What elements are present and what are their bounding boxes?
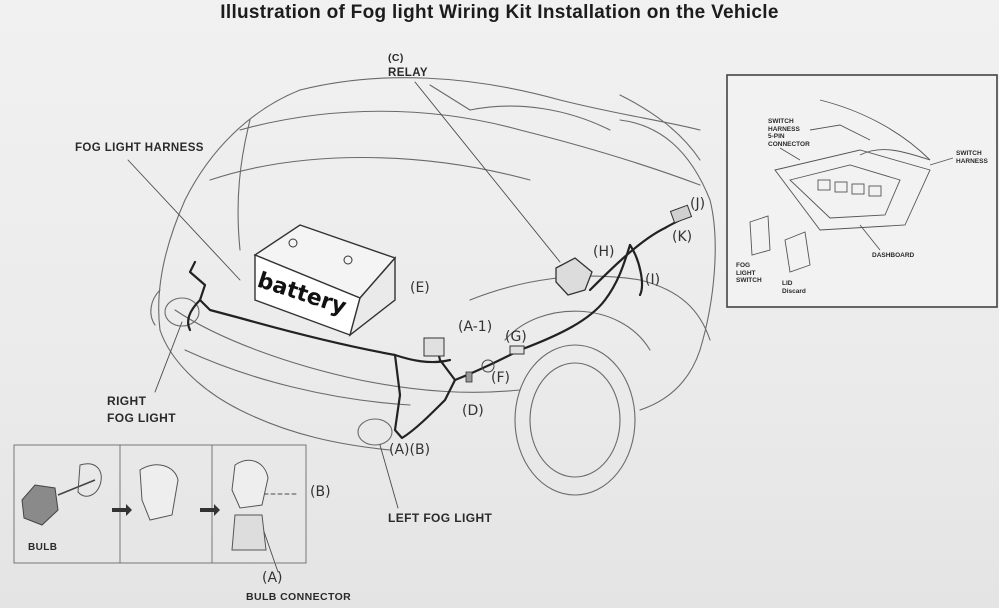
- bulb-connector-code: (A): [262, 570, 283, 586]
- right-fog-light-label-line1: RIGHT: [107, 394, 147, 408]
- inset-text: SWITCH: [956, 150, 982, 157]
- switch-harness-label: SWITCH HARNESS: [956, 150, 988, 165]
- inset-text: HARNESS: [956, 157, 988, 165]
- inset-text: CONNECTOR: [768, 140, 810, 148]
- tag-g: (G): [505, 329, 527, 345]
- page-title: Illustration of Fog light Wiring Kit Ins…: [220, 2, 779, 23]
- fog-light-harness-wire: [186, 213, 692, 440]
- inset-text: SWITCH: [736, 277, 762, 284]
- tag-a1: (A-1): [458, 319, 493, 335]
- tag-f: (F): [491, 370, 510, 386]
- left-fog-light-label: LEFT FOG LIGHT: [388, 511, 493, 525]
- tag-i: (I): [645, 272, 661, 288]
- connector-g: [509, 345, 525, 355]
- inset-text: HARNESS: [768, 125, 800, 133]
- tag-a-b: (A)(B): [389, 442, 431, 458]
- right-fog-light-label-line2: FOG LIGHT: [107, 411, 176, 425]
- tag-b: (B): [310, 484, 331, 500]
- battery-terminals: [288, 238, 353, 265]
- front-wheel: [504, 310, 651, 496]
- fog-light-switch-label: FOG LIGHT SWITCH: [736, 262, 762, 285]
- dashboard-inset-panel: [726, 74, 998, 308]
- connector-j: [669, 204, 693, 224]
- inset-text: Discard: [782, 287, 806, 295]
- grommet-f: [481, 359, 495, 373]
- battery-box: [253, 224, 397, 337]
- tag-e: (E): [410, 280, 430, 296]
- tag-k: (K): [672, 229, 693, 245]
- terminal-a1: [465, 371, 473, 383]
- bulb-inset-panel: [13, 444, 307, 564]
- fog-light-harness-label: FOG LIGHT HARNESS: [75, 142, 204, 154]
- left-fog-light-housing: [357, 418, 393, 446]
- right-fog-light-housing: [164, 297, 200, 327]
- tag-h: (H): [593, 244, 615, 260]
- inset-text: LID: [782, 280, 793, 287]
- bulb-connector-label: BULB CONNECTOR: [246, 591, 352, 603]
- fuse-holder-e: [423, 337, 445, 357]
- dashboard-label: DASHBOARD: [872, 252, 915, 259]
- bulb-label: BULB: [28, 542, 58, 553]
- inset-text: SWITCH: [768, 118, 794, 125]
- inset-text: LIGHT: [736, 269, 756, 277]
- tag-d: (D): [462, 403, 484, 419]
- tag-j: (J): [690, 196, 706, 212]
- relay-code: (C): [388, 52, 404, 64]
- relay-box: [555, 257, 593, 296]
- lid-label: LID Discard: [782, 280, 806, 295]
- switch-harness-connector-label: SWITCH HARNESS 5-PIN CONNECTOR: [768, 118, 810, 148]
- inset-text: FOG: [736, 262, 751, 269]
- relay-label: RELAY: [388, 67, 428, 79]
- car-outline: [150, 77, 716, 451]
- inset-text: 5-PIN: [768, 133, 785, 140]
